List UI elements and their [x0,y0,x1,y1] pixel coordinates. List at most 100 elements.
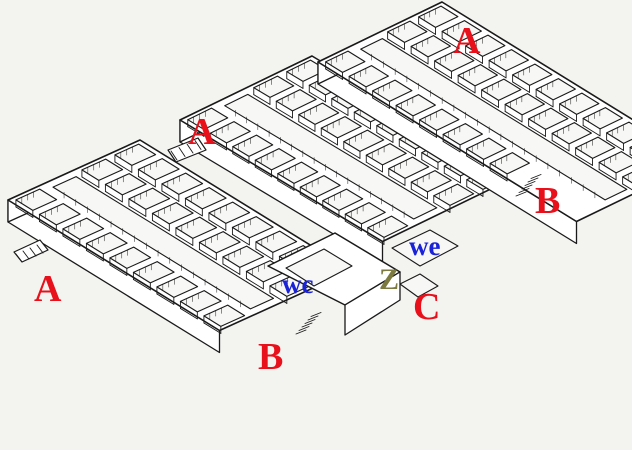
wall-edge [504,110,523,123]
annex-front-wall [344,271,401,336]
wall-edge [442,140,461,153]
wall-edge [421,159,439,170]
wall-edge [353,118,371,130]
room-cell [504,93,545,116]
wall-edge [551,139,570,152]
room-cell [322,188,364,211]
wall-edge [277,180,295,191]
room-cell [254,148,296,171]
room-cell [348,65,389,88]
room-cell [151,202,194,225]
stair-step-left [295,329,307,335]
wall-edge [325,68,343,80]
label-b-right: B [535,180,561,222]
wall-edge [128,205,147,217]
label-b-left: B [258,336,284,378]
wall-edge [187,126,205,137]
room-cell [441,20,482,43]
wall-edge [441,37,460,50]
room-cell [419,108,460,131]
wall-edge [344,220,362,232]
wall-edge [395,111,414,124]
label-a-left: A [34,268,62,310]
room-cell [299,175,341,198]
wall-edge [410,52,429,65]
wall-edge [606,139,624,151]
wall-edge [365,161,383,173]
porch-rail [15,253,23,263]
wall-edge [331,105,349,116]
wall-edge [512,81,530,93]
wall-edge [372,97,390,109]
room-cell [528,107,569,130]
room-cell [38,203,81,226]
label-a-right: A [453,20,481,62]
wall-edge [114,161,133,173]
wall-edge [208,219,227,231]
room-cell [156,275,199,298]
wall-edge [298,121,316,132]
room-cell [598,151,632,174]
wall-edge [489,169,508,182]
label-c: C [413,286,441,328]
wall-edge [275,107,293,119]
room-cell [489,152,530,175]
stair-step-right [518,188,530,193]
room-cell [344,202,386,225]
wall-edge [388,175,406,186]
wall-edge [85,249,104,262]
wall-edge [376,132,394,143]
room-cell [198,231,241,254]
corridor [52,176,275,310]
room-cell [559,92,600,115]
room-cell [606,121,632,144]
stair-step-right [515,191,527,197]
room-cell [109,246,152,269]
wall-edge [410,188,428,200]
wall-edge [387,38,405,50]
wall-edge [151,219,170,232]
room-cell [187,107,229,130]
wall-edge [209,139,227,151]
wall-edge [198,248,217,261]
wall-edge [286,78,304,89]
wall-edge [109,264,128,276]
room-cell [62,217,105,240]
room-cell [410,170,452,193]
wall-edge [231,233,250,246]
room-cell [488,49,529,72]
room-cell [466,137,507,160]
entrance-porch-middle [167,137,207,163]
wall-edge [488,66,507,79]
wall-edge [419,126,437,138]
wall-edge [308,91,326,103]
corridor [360,38,628,201]
porch-rail [22,250,30,260]
stair-step-right [527,177,539,183]
porch-rail [194,140,202,150]
porch-rail [178,147,186,157]
room-cell [481,78,522,101]
wall-edge [81,176,100,188]
stair-step-left [304,319,316,324]
wall-edge [434,67,452,79]
room-cell [582,107,623,130]
wall-edge [457,81,476,94]
room-cell [434,49,475,72]
porch-rail [36,244,44,254]
wc-room-left [285,248,353,287]
wall-edge [161,190,180,202]
wall-edge [232,153,250,164]
wall-edge [132,278,151,291]
stair-step-left [310,312,322,317]
wall-edge [38,220,57,233]
wall-edge [528,125,546,137]
room-cell [418,5,459,28]
label-wc-right: we [409,231,441,261]
wall-edge [245,277,264,290]
wall-edge [254,166,272,178]
wall-edge [622,183,632,191]
room-cell [85,232,128,255]
porch-rail [29,247,37,257]
